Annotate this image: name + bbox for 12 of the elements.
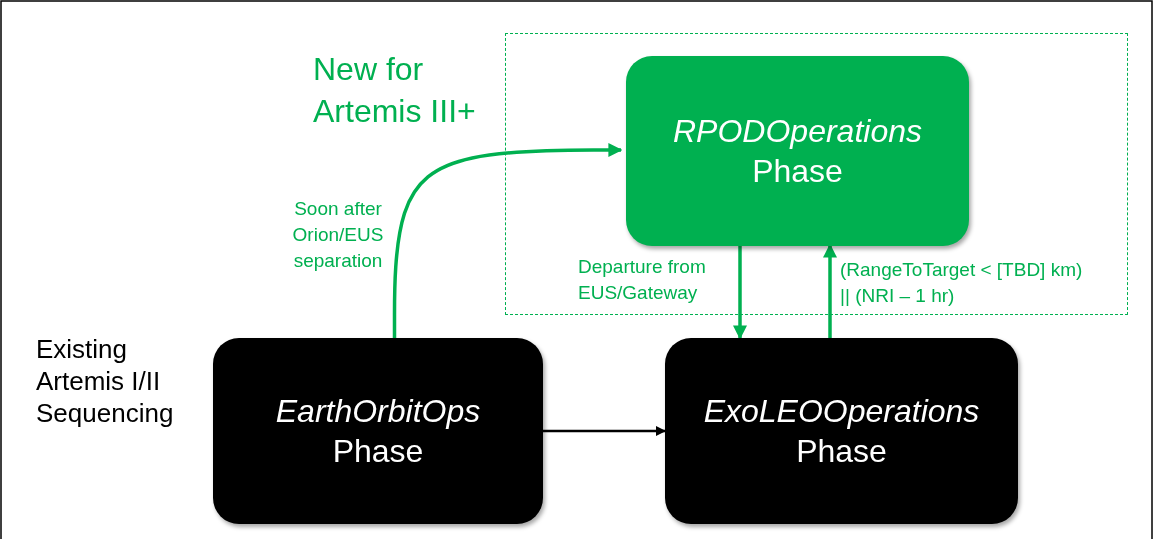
arrow [823, 243, 837, 338]
arrow [733, 245, 747, 340]
side-note: Existing Artemis I/II Sequencing [36, 333, 175, 429]
phase-name: ExoLEOOperations Phase [703, 392, 980, 471]
region-heading: New for Artemis III+ [313, 50, 477, 131]
phase-name: EarthOrbitOps Phase [275, 392, 481, 471]
phase-box [213, 338, 543, 524]
arrow [543, 426, 666, 436]
arrow [392, 143, 623, 338]
phase-box [665, 338, 1018, 524]
phase-name: RPODOperations Phase [673, 112, 922, 191]
phase-box [626, 56, 969, 246]
